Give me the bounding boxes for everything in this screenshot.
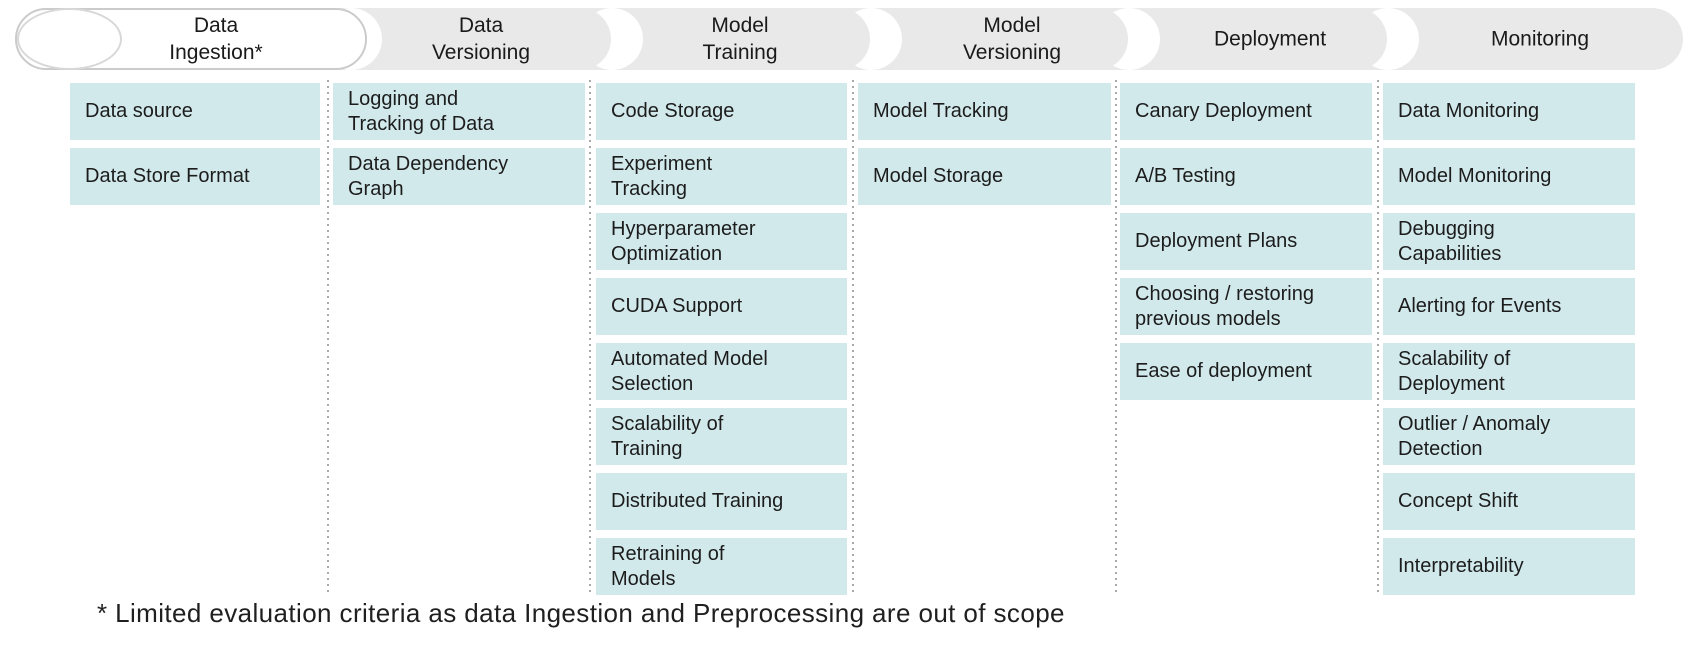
criteria-box: Canary Deployment xyxy=(1120,83,1372,140)
criteria-box: Concept Shift xyxy=(1383,473,1635,530)
criteria-box: Experiment Tracking xyxy=(596,148,847,205)
stage-label-deployment: Deployment xyxy=(1213,27,1327,51)
criteria-box: Choosing / restoring previous models xyxy=(1120,278,1372,335)
criteria-box: Distributed Training xyxy=(596,473,847,530)
stage-label-data-ingestion: Data Ingestion* xyxy=(169,14,263,64)
criteria-box: Outlier / Anomaly Detection xyxy=(1383,408,1635,465)
criteria-box: Retraining of Models xyxy=(596,538,847,595)
criteria-box: Hyperparameter Optimization xyxy=(596,213,847,270)
stage-label-model-versioning: Model Versioning xyxy=(962,14,1062,64)
column-separator xyxy=(1115,80,1117,592)
criteria-box: Data Monitoring xyxy=(1383,83,1635,140)
column-separator xyxy=(1377,80,1379,592)
column-separator xyxy=(852,80,854,592)
stage-label-data-versioning: Data Versioning xyxy=(431,14,531,64)
footnote: * Limited evaluation criteria as data In… xyxy=(97,598,1065,628)
criteria-box: Scalability of Training xyxy=(596,408,847,465)
criteria-box: A/B Testing xyxy=(1120,148,1372,205)
criteria-box: Automated Model Selection xyxy=(596,343,847,400)
criteria-box: Data Dependency Graph xyxy=(333,148,585,205)
criteria-box: Code Storage xyxy=(596,83,847,140)
column-separator xyxy=(327,80,329,592)
criteria-box: Ease of deployment xyxy=(1120,343,1372,400)
pipeline-stage-header: Data Ingestion* Data Versioning Model Tr… xyxy=(15,8,1683,70)
stage-label-monitoring: Monitoring xyxy=(1490,27,1590,51)
stage-label-model-training: Model Training xyxy=(702,14,778,64)
criteria-box: Model Storage xyxy=(858,148,1111,205)
column-separator xyxy=(589,80,591,592)
stage-end-cap xyxy=(1325,8,1387,70)
criteria-box: Data source xyxy=(70,83,320,140)
criteria-box: CUDA Support xyxy=(596,278,847,335)
criteria-box: Logging and Tracking of Data xyxy=(333,83,585,140)
criteria-box: Data Store Format xyxy=(70,148,320,205)
criteria-box: Scalability of Deployment xyxy=(1383,343,1635,400)
criteria-box: Debugging Capabilities xyxy=(1383,213,1635,270)
criteria-box: Alerting for Events xyxy=(1383,278,1635,335)
criteria-box: Deployment Plans xyxy=(1120,213,1372,270)
criteria-box: Model Monitoring xyxy=(1383,148,1635,205)
stage-end-cap xyxy=(808,8,870,70)
criteria-box: Interpretability xyxy=(1383,538,1635,595)
stage-end-cap xyxy=(549,8,611,70)
criteria-box: Model Tracking xyxy=(858,83,1111,140)
decorative-oval xyxy=(17,8,122,70)
stage-end-cap xyxy=(1066,8,1128,70)
